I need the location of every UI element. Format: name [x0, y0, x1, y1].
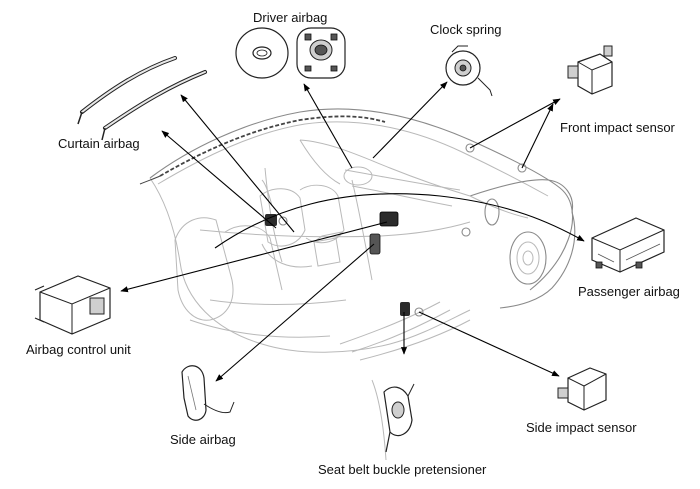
front-impact-sensor-label: Front impact sensor: [560, 120, 675, 135]
seat-belt-pretensioner-part: [383, 383, 415, 453]
curtain-airbag-label: Curtain airbag: [58, 136, 140, 151]
airbag-control-unit-part: [34, 275, 111, 335]
leader-lines: [120, 81, 585, 382]
driver-airbag-label: Driver airbag: [253, 10, 328, 25]
car-body: [139, 108, 576, 461]
driver-airbag-part: [235, 27, 346, 79]
clock-spring-label: Clock spring: [430, 22, 502, 37]
seat-belt-buckle-pretensioner-label: Seat belt buckle pretensioner: [318, 462, 487, 477]
passenger-airbag-part: [591, 217, 665, 273]
passenger-airbag-label: Passenger airbag: [578, 284, 680, 299]
side-airbag-label: Side airbag: [170, 432, 236, 447]
side-impact-sensor-part: [557, 367, 607, 411]
side-impact-sensor-label: Side impact sensor: [526, 420, 637, 435]
clock-spring-part: [445, 45, 493, 97]
airbag-control-unit-label: Airbag control unit: [26, 342, 131, 357]
curtain-airbag-part: [77, 56, 207, 141]
front-impact-sensor-part: [567, 45, 613, 95]
side-airbag-part: [181, 365, 235, 421]
